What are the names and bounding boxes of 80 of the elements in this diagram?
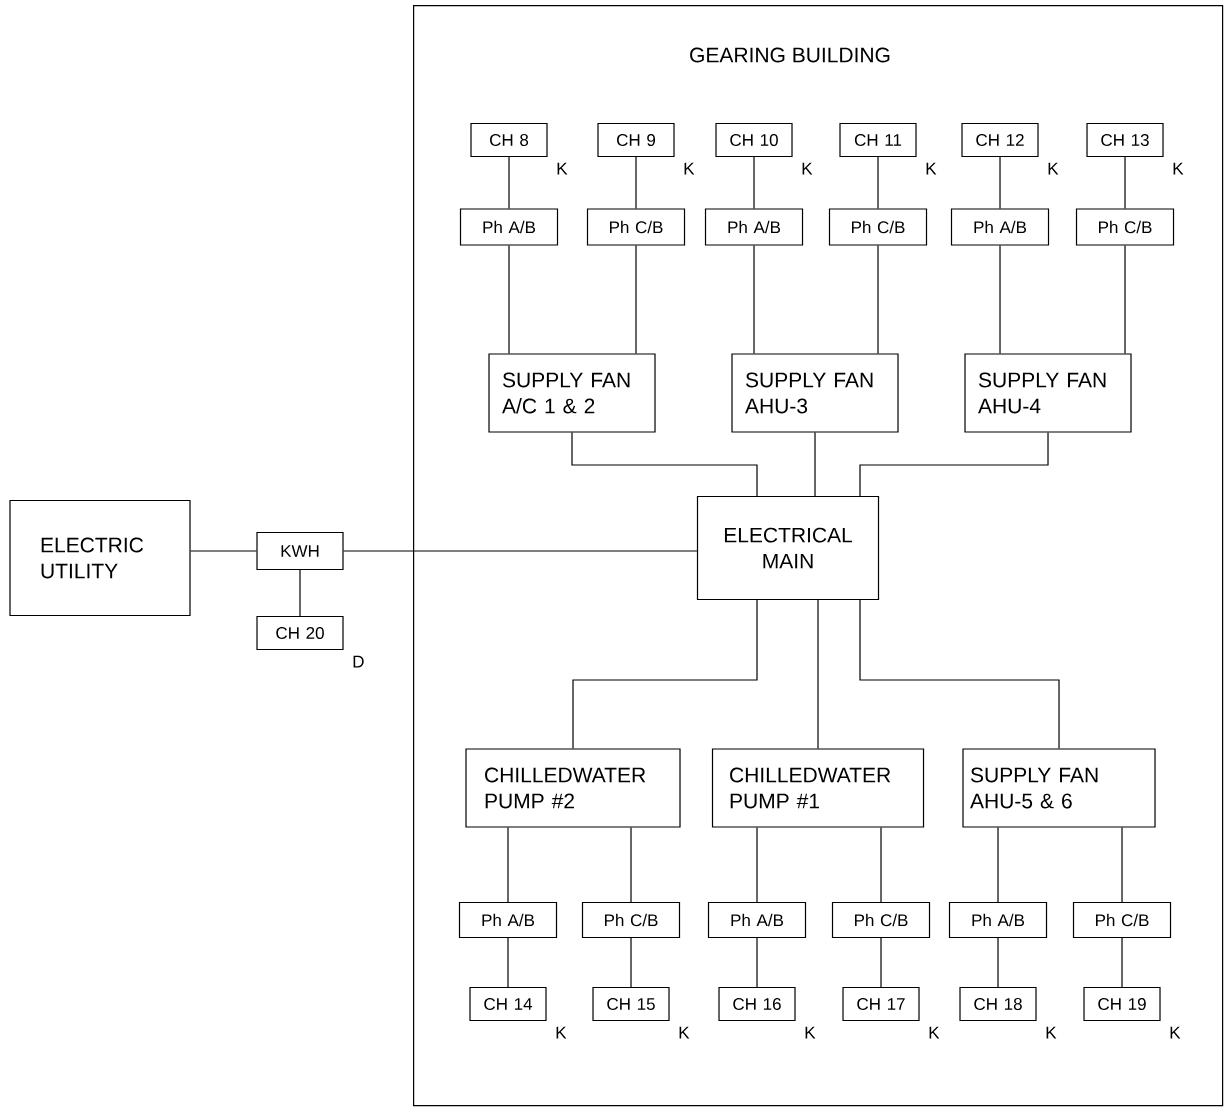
equipment-box: SUPPLY FAN A/C 1 & 2 (488, 353, 656, 433)
connector-line (571, 432, 758, 497)
channel-box: CH 20 (256, 615, 344, 651)
connector-line (817, 599, 819, 749)
connector-line (1121, 937, 1123, 988)
connector-line (1124, 156, 1126, 209)
phase-box: Ph C/B (1072, 901, 1172, 939)
connector-line (877, 245, 879, 354)
phase-box: Ph C/B (1075, 208, 1175, 246)
phase-box: Ph A/B (704, 208, 804, 246)
connector-line (299, 569, 301, 617)
equipment-box: CHILLEDWATER PUMP #1 (711, 748, 925, 828)
type-letter: K (1046, 1026, 1057, 1039)
connector-line (999, 156, 1001, 209)
phase-box: Ph A/B (950, 208, 1050, 246)
channel-box: CH 14 (469, 986, 547, 1022)
phase-box: Ph A/B (707, 901, 807, 939)
phase-box: Ph C/B (581, 901, 681, 939)
channel-box: CH 9 (597, 122, 675, 158)
connector-line (343, 550, 698, 552)
connector-line (1124, 245, 1126, 354)
phase-box: Ph C/B (831, 901, 931, 939)
connector-line (508, 156, 510, 209)
phase-box: Ph C/B (828, 208, 928, 246)
type-letter: K (557, 162, 568, 175)
connector-line (630, 937, 632, 988)
connector-line (635, 156, 637, 209)
main-panel-box: ELECTRICAL MAIN (696, 495, 880, 601)
equipment-box: SUPPLY FAN AHU-5 & 6 (962, 748, 1156, 828)
channel-box: CH 10 (715, 122, 793, 158)
phase-box: Ph C/B (586, 208, 686, 246)
connector-line (756, 827, 758, 903)
connector-line (880, 827, 882, 903)
phase-box: Ph A/B (458, 901, 558, 939)
connector-line (877, 156, 879, 209)
connector-line (859, 599, 1060, 749)
connector-line (753, 245, 755, 354)
type-letter: K (684, 162, 695, 175)
connector-line (859, 432, 1049, 497)
connector-line (814, 432, 816, 497)
type-letter: K (805, 1026, 816, 1039)
meter-box: KWH (256, 531, 344, 571)
type-letter: K (929, 1026, 940, 1039)
connector-line (997, 827, 999, 903)
phase-box: Ph A/B (459, 208, 559, 246)
type-letter: K (1048, 162, 1059, 175)
connector-line (508, 245, 510, 354)
type-letter: K (679, 1026, 690, 1039)
connector-line (635, 245, 637, 354)
connector-line (753, 156, 755, 209)
channel-box: CH 8 (470, 122, 548, 158)
type-letter: D (353, 655, 364, 668)
channel-box: CH 17 (842, 986, 920, 1022)
phase-box: Ph A/B (948, 901, 1048, 939)
connector-line (572, 599, 758, 749)
type-letter: K (1170, 1026, 1181, 1039)
channel-box: CH 11 (839, 122, 917, 158)
connector-line (997, 937, 999, 988)
connector-line (507, 827, 509, 903)
connector-line (1121, 827, 1123, 903)
connector-line (880, 937, 882, 988)
type-letter: K (556, 1026, 567, 1039)
channel-box: CH 16 (718, 986, 796, 1022)
equipment-box: CHILLEDWATER PUMP #2 (465, 748, 681, 828)
channel-box: CH 15 (592, 986, 670, 1022)
connector-line (999, 245, 1001, 354)
connector-line (630, 827, 632, 903)
connector-line (507, 937, 509, 988)
equipment-box: SUPPLY FAN AHU-4 (964, 353, 1132, 433)
channel-box: CH 13 (1086, 122, 1164, 158)
connector-line (756, 937, 758, 988)
type-letter: K (802, 162, 813, 175)
equipment-box: SUPPLY FAN AHU-3 (731, 353, 899, 433)
type-letter: K (926, 162, 937, 175)
type-letter: K (1173, 162, 1184, 175)
channel-box: CH 12 (961, 122, 1039, 158)
connector-line (190, 550, 257, 552)
channel-box: CH 19 (1083, 986, 1161, 1022)
channel-box: CH 18 (959, 986, 1037, 1022)
utility-box: ELECTRIC UTILITY (9, 499, 191, 617)
